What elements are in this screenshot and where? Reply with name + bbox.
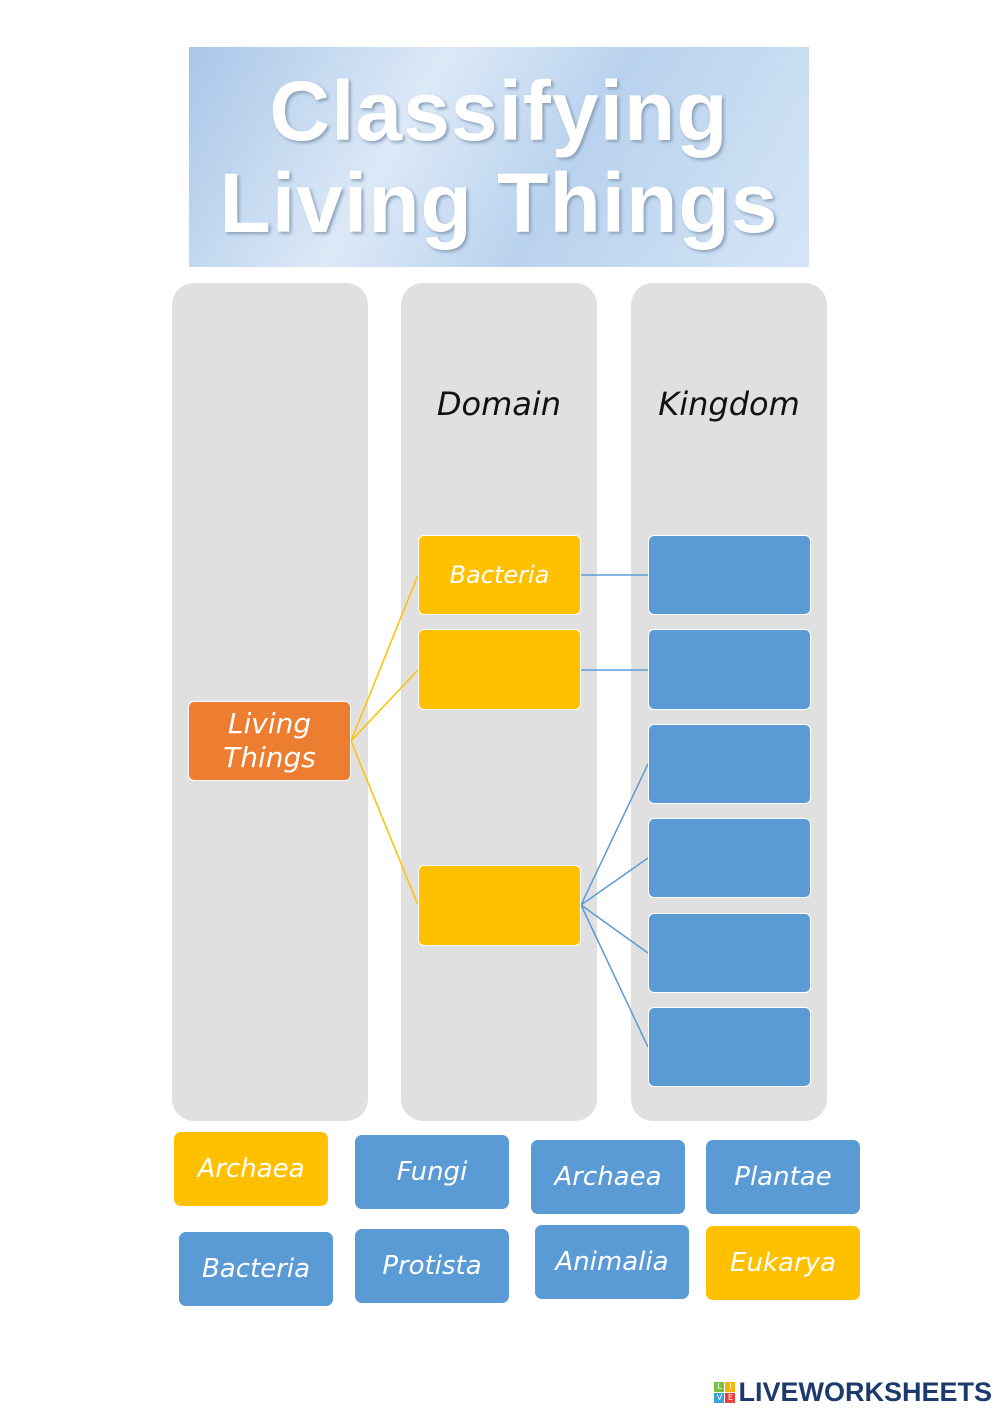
drag-tile-archaea[interactable]: Archaea bbox=[173, 1131, 329, 1207]
kingdom-header: Kingdom bbox=[658, 385, 800, 423]
domain-drop-slot-1[interactable]: Bacteria bbox=[418, 535, 581, 615]
connector-domain-kingdom bbox=[580, 904, 649, 1048]
root-box-living-things: Living Things bbox=[188, 701, 351, 781]
kingdom-drop-slot-4[interactable] bbox=[648, 818, 811, 898]
drag-tile-fungi[interactable]: Fungi bbox=[354, 1134, 510, 1210]
drag-tile-animalia[interactable]: Animalia bbox=[534, 1224, 690, 1300]
drag-tile-archaea[interactable]: Archaea bbox=[530, 1139, 686, 1215]
logo-icon: L I V E bbox=[714, 1382, 736, 1403]
liveworksheets-logo: L I V E LIVEWORKSHEETS bbox=[714, 1377, 992, 1408]
kingdom-drop-slot-1[interactable] bbox=[648, 535, 811, 615]
domain-header: Domain bbox=[436, 385, 562, 423]
logo-text: LIVEWORKSHEETS bbox=[738, 1377, 992, 1407]
kingdom-drop-slot-3[interactable] bbox=[648, 724, 811, 804]
logo-letter: I bbox=[725, 1382, 736, 1392]
connector-root-domain-3 bbox=[350, 740, 419, 906]
connector-root-domain-1 bbox=[350, 574, 419, 742]
domain-drop-slot-3[interactable] bbox=[418, 865, 581, 946]
drag-tile-protista[interactable]: Protista bbox=[354, 1228, 510, 1304]
title-line-2: Living Things bbox=[219, 156, 779, 250]
logo-letter: V bbox=[714, 1393, 725, 1403]
logo-letter: E bbox=[725, 1393, 736, 1403]
kingdom-drop-slot-2[interactable] bbox=[648, 629, 811, 710]
drag-tile-bacteria[interactable]: Bacteria bbox=[178, 1231, 334, 1307]
connector-root-domain-2 bbox=[350, 669, 419, 742]
drag-tile-eukarya[interactable]: Eukarya bbox=[705, 1225, 861, 1301]
title-banner: Classifying Living Things bbox=[189, 47, 809, 267]
domain-drop-slot-2[interactable] bbox=[418, 629, 581, 710]
kingdom-drop-slot-6[interactable] bbox=[648, 1007, 811, 1087]
kingdom-drop-slot-5[interactable] bbox=[648, 913, 811, 993]
title-line-1: Classifying bbox=[269, 64, 729, 158]
connector-domain-kingdom bbox=[580, 857, 649, 906]
drag-tile-plantae[interactable]: Plantae bbox=[705, 1139, 861, 1215]
logo-letter: L bbox=[714, 1382, 725, 1392]
connector-domain-kingdom bbox=[580, 763, 649, 906]
connector-domain-kingdom bbox=[580, 904, 649, 954]
